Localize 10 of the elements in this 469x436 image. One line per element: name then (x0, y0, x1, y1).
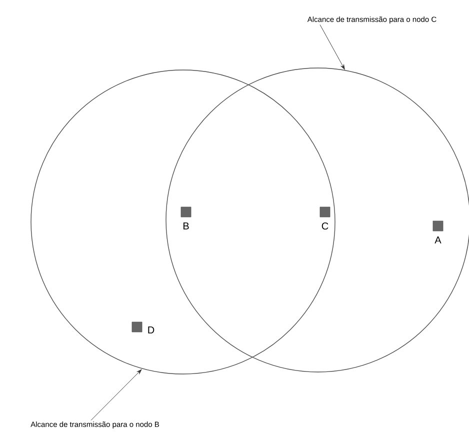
node-letter: D (148, 326, 154, 334)
node-letter: A (434, 236, 442, 244)
leader-arrow (320, 24, 345, 70)
node-square (180, 206, 192, 218)
node-square (320, 206, 330, 218)
node-letter: B (183, 222, 189, 230)
leader-arrow (90, 369, 142, 421)
node-letter: C (322, 222, 328, 230)
node-square (432, 220, 444, 232)
node-square (132, 322, 142, 332)
